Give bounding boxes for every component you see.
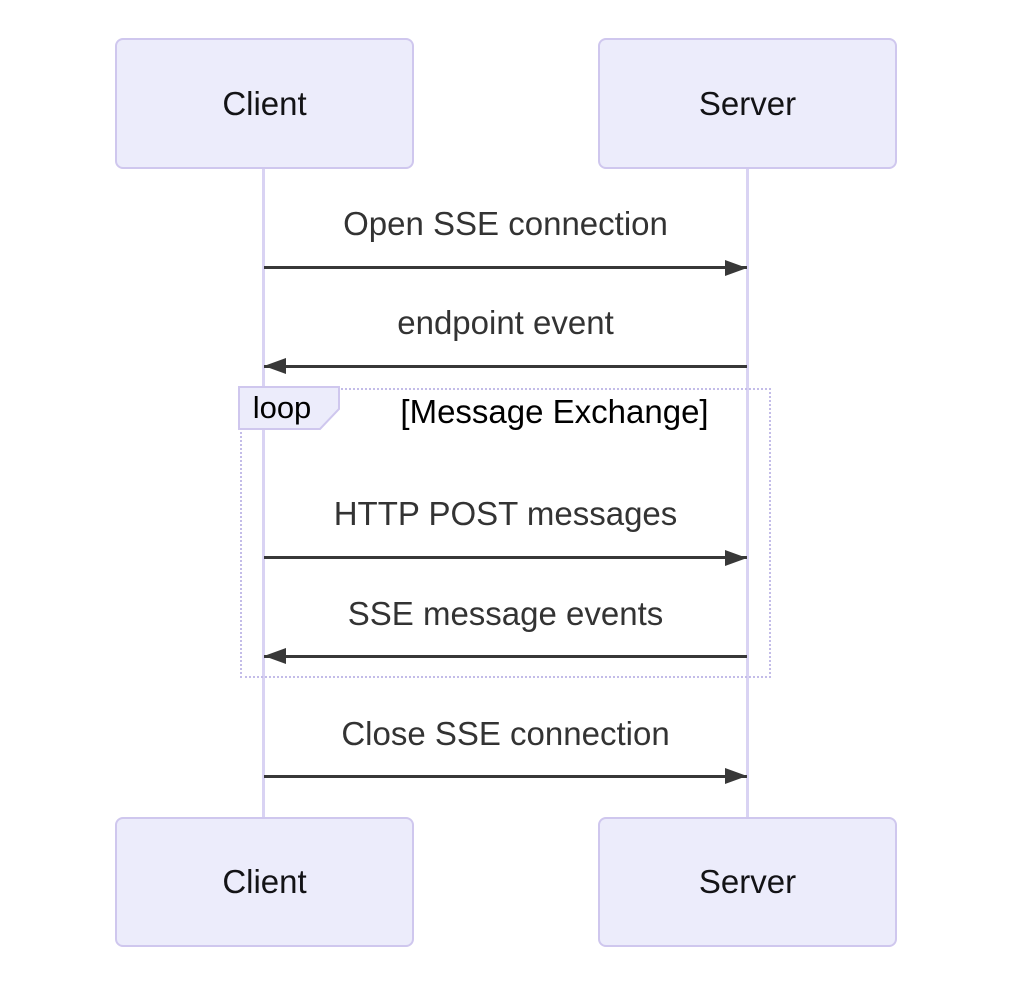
actor-client-bottom: Client <box>115 817 414 947</box>
message-arrow-http-post-messages <box>264 556 747 559</box>
actor-server-top: Server <box>598 38 897 169</box>
loop-keyword-box <box>238 386 340 430</box>
message-label-endpoint-event: endpoint event <box>397 304 614 341</box>
loop-keyword-label: loop <box>252 390 312 425</box>
actor-server-bottom: Server <box>598 817 897 947</box>
message-arrow-endpoint-event <box>264 365 747 368</box>
actor-server-top-label: Server <box>698 84 797 122</box>
message-label-http-post-messages: HTTP POST messages <box>333 495 678 532</box>
message-arrow-close-sse-connection <box>264 775 747 778</box>
message-arrow-open-sse-connection <box>264 266 747 269</box>
arrowhead-right-icon <box>725 550 747 566</box>
actor-server-bottom-label: Server <box>698 863 797 900</box>
lifeline-server <box>746 168 749 817</box>
message-label-sse-message-events: SSE message events <box>347 595 664 632</box>
actor-client-bottom-label: Client <box>222 863 307 900</box>
message-arrow-sse-message-events <box>264 655 747 658</box>
arrowhead-right-icon <box>725 768 747 784</box>
actor-client-top-label: Client <box>222 84 307 122</box>
arrowhead-right-icon <box>725 260 747 276</box>
loop-title-label: [Message Exchange] <box>400 393 709 430</box>
message-label-close-sse-connection: Close SSE connection <box>341 715 670 752</box>
lifeline-client <box>262 168 265 817</box>
message-label-open-sse-connection: Open SSE connection <box>343 205 668 242</box>
actor-client-top: Client <box>115 38 414 169</box>
loop-frame <box>240 388 771 678</box>
arrowhead-left-icon <box>264 648 286 664</box>
arrowhead-left-icon <box>264 358 286 374</box>
